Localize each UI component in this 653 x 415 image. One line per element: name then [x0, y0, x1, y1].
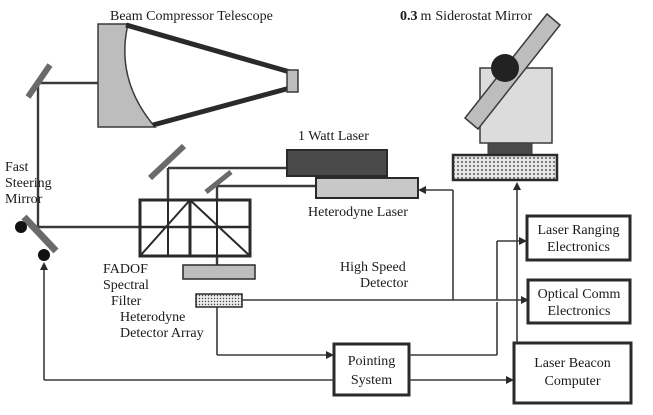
- heterodyne-laser: [315, 177, 419, 199]
- label-one-watt-laser: 1 Watt Laser: [298, 129, 369, 144]
- beam-compressor-telescope: [97, 22, 299, 128]
- label-optical-comm-1: Optical Comm: [538, 287, 621, 302]
- fadof-spectral-filter: [182, 264, 256, 280]
- label-laser-ranging-2: Electronics: [547, 240, 610, 255]
- heterodyne-detector-array: [195, 293, 243, 308]
- label-fast-steering-2: Steering: [5, 176, 52, 191]
- label-laser-ranging-1: Laser Ranging: [537, 223, 619, 238]
- laser-ranging-box: [525, 214, 632, 262]
- label-beacon-1: Laser Beacon: [534, 356, 611, 371]
- label-fadof-1: FADOF: [103, 262, 148, 277]
- label-heterodyne-detector-1: Heterodyne: [120, 310, 185, 325]
- label-heterodyne-detector-2: Detector Array: [120, 326, 204, 341]
- label-high-speed-1: High Speed: [340, 260, 406, 275]
- label-heterodyne-laser: Heterodyne Laser: [308, 205, 408, 220]
- label-fadof-2: Spectral: [103, 278, 149, 293]
- beam-splitter-block: [138, 198, 252, 258]
- label-high-speed-2: Detector: [360, 276, 409, 291]
- label-pointing-2: System: [351, 373, 392, 388]
- label-fast-steering-3: Mirror: [5, 192, 43, 207]
- label-optical-comm-2: Electronics: [548, 304, 611, 319]
- heterodyne-fold-mirror: [204, 170, 233, 194]
- siderostat-mirror: [451, 12, 562, 182]
- optical-comm-box: [526, 278, 632, 325]
- label-fadof-3: Filter: [111, 294, 142, 309]
- label-beam-compressor: Beam Compressor Telescope: [110, 9, 273, 24]
- laser-fold-mirror: [147, 143, 187, 181]
- upper-fold-mirror: [25, 63, 53, 99]
- laser-beacon-box: [512, 341, 633, 405]
- label-siderostat-unit: m: [421, 9, 432, 24]
- one-watt-laser: [286, 149, 388, 177]
- label-pointing-1: Pointing: [348, 354, 395, 369]
- label-fast-steering-1: Fast: [5, 160, 28, 175]
- label-siderostat-value: 0.3: [400, 9, 418, 24]
- signal-connections: [40, 182, 529, 384]
- fast-steering-mirror: [15, 214, 59, 261]
- label-beacon-2: Computer: [545, 374, 601, 389]
- label-siderostat-rest: Siderostat Mirror: [435, 9, 532, 24]
- pointing-system-box: [332, 342, 411, 397]
